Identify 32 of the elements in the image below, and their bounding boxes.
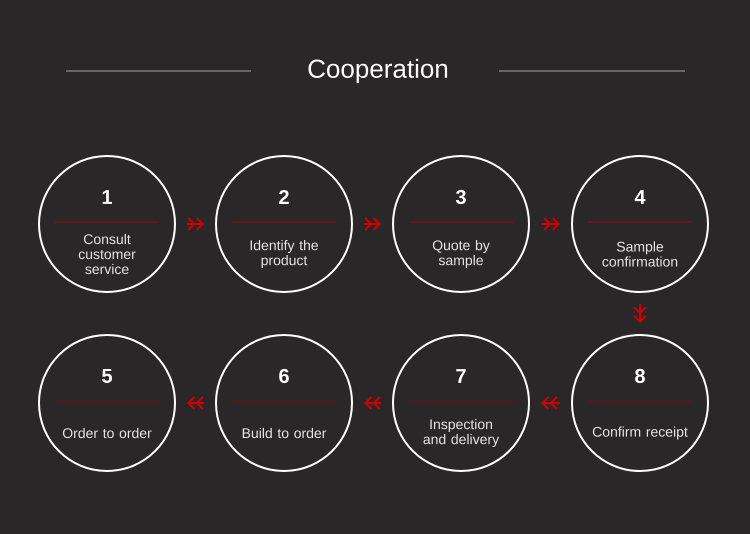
step-circle (571, 334, 709, 472)
chevron-arrow (541, 396, 560, 410)
step-label: Inspection and delivery (423, 418, 500, 448)
step-circle (392, 334, 530, 472)
step-circle (215, 155, 353, 293)
title: Cooperation (308, 58, 448, 84)
chevron-arrow (541, 217, 560, 231)
step-number: 1 (102, 190, 112, 204)
step-label: Build to order (242, 428, 326, 438)
chevron-arrow (187, 217, 204, 231)
step-number: 2 (279, 190, 289, 204)
chevron-arrow (633, 304, 647, 323)
step-label: Sample confirmation (602, 241, 678, 267)
step-circle (38, 155, 176, 293)
step-label: Identify the product (250, 240, 318, 268)
step-number: 8 (635, 368, 645, 384)
step-number: 6 (279, 368, 289, 384)
step-number: 5 (102, 369, 112, 383)
step-circle (215, 334, 353, 472)
step-number: 4 (634, 190, 646, 204)
step-label: Quote by sample (432, 240, 490, 268)
step-circle (38, 334, 176, 472)
step-label: Order to order (62, 428, 152, 438)
step-circle (392, 155, 530, 293)
chevron-arrow (187, 396, 204, 410)
step-circle (571, 155, 709, 293)
step-number: 7 (456, 369, 466, 383)
step-number: 3 (456, 190, 466, 204)
step-label: Confirm receipt (592, 426, 688, 440)
chevron-arrow (364, 396, 381, 410)
step-label: Consult customer service (78, 234, 136, 274)
chevron-arrow (364, 217, 381, 231)
